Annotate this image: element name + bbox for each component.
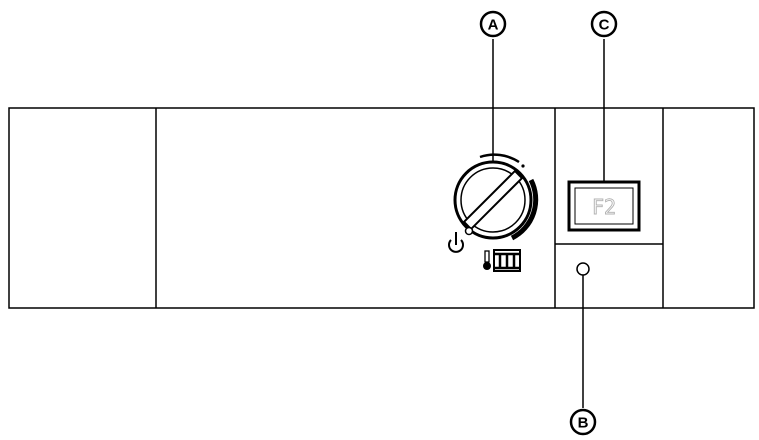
knob-inner-ring — [460, 167, 526, 233]
callout-c: C — [590, 10, 618, 38]
temperature-knob[interactable] — [453, 160, 533, 240]
knob-position-marker — [464, 226, 474, 236]
callout-b: B — [569, 408, 597, 436]
digital-display: F2 — [567, 180, 641, 232]
callout-c-label: C — [599, 17, 610, 34]
panel-frame — [8, 107, 755, 309]
knob-grip-bar — [462, 169, 524, 231]
callout-b-label: B — [578, 415, 589, 432]
callout-a-label: A — [488, 17, 499, 34]
callout-a-circle — [479, 10, 507, 38]
display-readout: F2 — [592, 195, 616, 219]
control-panel — [8, 107, 755, 309]
indicator-light[interactable] — [576, 262, 590, 276]
scale-tick-dot — [521, 164, 525, 168]
callout-leaders — [492, 39, 605, 408]
callout-a: A — [479, 10, 507, 38]
power-icon — [448, 232, 464, 253]
scale-arc-thick — [510, 178, 539, 241]
display-screen — [574, 187, 634, 225]
scale-arc-thin — [479, 153, 520, 164]
callout-b-circle — [569, 408, 597, 436]
radiator-icon — [493, 249, 521, 272]
temperature-scale — [479, 153, 539, 241]
thermometer-icon — [483, 250, 491, 270]
callout-c-circle — [590, 10, 618, 38]
